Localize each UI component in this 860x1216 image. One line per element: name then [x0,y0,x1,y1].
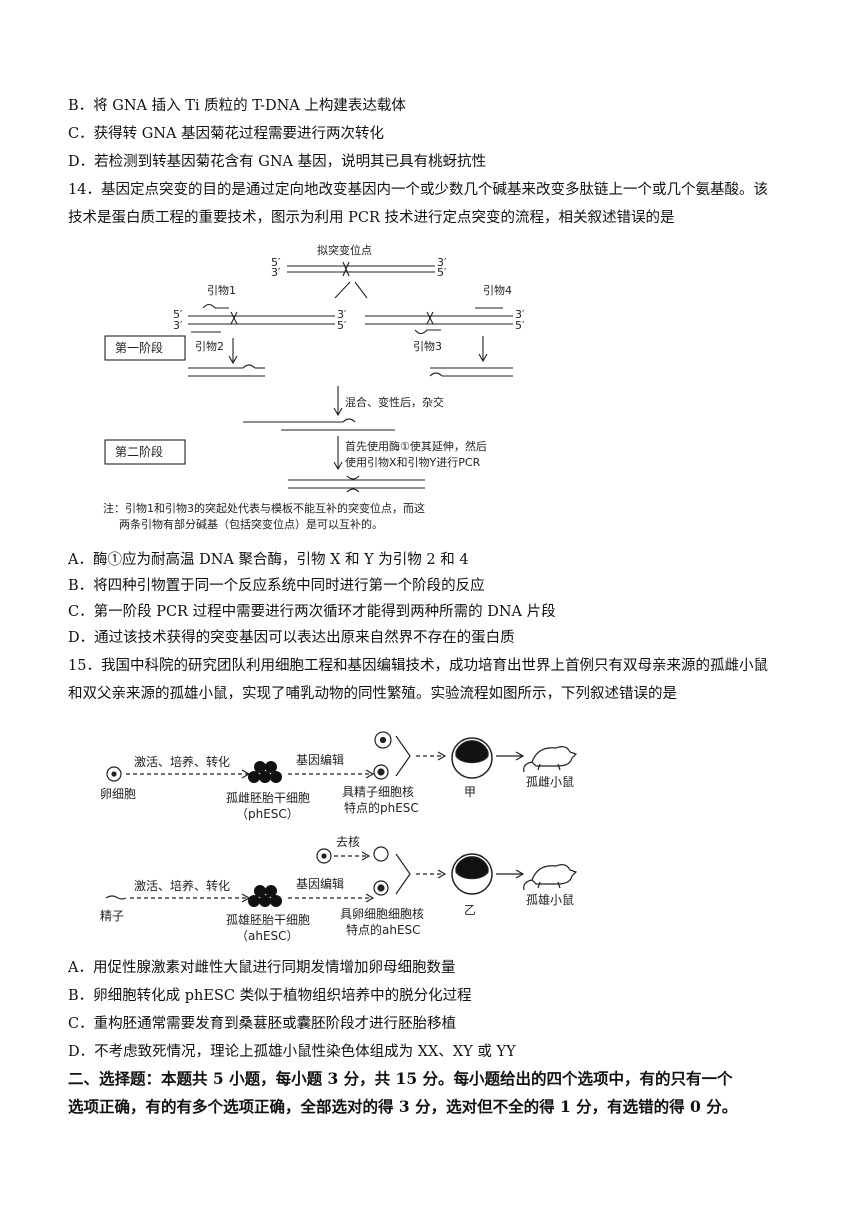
q14-option-d: D．通过该技术获得的突变基因可以表达出原来自然界不存在的蛋白质 [68,630,515,646]
homosexual-reproduction-figure: 激活、培养、转化 基因编辑 卵细胞 孤雌胚胎干细胞 （phESC） 具精子细胞核… [100,731,578,943]
mouse-icon [523,746,578,773]
fig15-phESC-abbr: （phESC） [236,807,299,821]
q15-option-c: C．重构胚通常需要发育到桑葚胚或囊胚阶段才进行胚胎移植 [68,1016,457,1032]
fig14-stage2-label: 第二阶段 [115,444,163,459]
fig15-sperm-nucleus-label2: 特点的phESC [344,800,419,815]
fig14-end-label: 3′ [515,308,525,321]
fig15-gene-edit-label: 基因编辑 [296,752,344,767]
fig14-primer3-label: 引物3 [413,339,442,353]
q14-option-b: B．将四种引物置于同一个反应系统中同时进行第一个阶段的反应 [68,578,485,594]
section2-heading-line1: 二、选择题：本题共 5 小题，每小题 3 分，共 15 分。每小题给出的四个选项… [68,1069,733,1088]
fig14-primer1-label: 引物1 [207,283,236,297]
fig14-end-label: 5′ [437,266,447,279]
fig15-egg-nucleus-label: 具卵细胞细胞核 [340,907,424,921]
mouse-icon [523,864,578,891]
fig14-end-label: 5′ [515,319,525,332]
fig14-end-label: 5′ [271,256,281,269]
fig15-enucleate-label: 去核 [336,835,360,849]
q15-option-b: B．卵细胞转化成 phESC 类似于植物组织培养中的脱分化过程 [68,988,472,1004]
fig15-ahESC-label: 孤雄胚胎干细胞 [226,912,310,927]
fig15-egg-label: 卵细胞 [100,787,136,801]
fig15-jia-label: 甲 [464,785,476,799]
fig14-end-label: 5′ [173,308,183,321]
q15-option-d: D．不考虑致死情况，理论上孤雄小鼠性染色体组成为 XX、XY 或 YY [68,1044,516,1060]
pcr-mutagenesis-figure: 拟突变位点 5′ 3′ 3′ 5′ 引物1 引物4 5′ 3′ 3′ 5′ 3′… [103,243,525,531]
fig14-end-label: 3′ [271,266,281,279]
fig15-sperm-label: 精子 [100,909,124,923]
fig14-mix-label: 混合、变性后，杂交 [345,395,444,409]
fig14-note-line1: 注：引物1和引物3的突起处代表与模板不能互补的突变位点，而这 [103,501,425,515]
fig15-phESC-label: 孤雌胚胎干细胞 [226,790,310,805]
fig15-yi-label: 乙 [464,903,476,917]
fig14-end-label: 3′ [337,308,347,321]
q14-stem-line2: 技术是蛋白质工程的重要技术，图示为利用 PCR 技术进行定点突变的流程，相关叙述… [68,210,675,226]
fig15-activate-label: 激活、培养、转化 [134,754,230,769]
fig14-stage1-label: 第一阶段 [115,340,163,355]
fig14-end-label: 5′ [337,319,347,332]
fig14-extend-line1: 首先使用酶①使其延伸，然后 [345,439,487,453]
q15-stem-line1: 15．我国中科院的研究团队利用细胞工程和基因编辑技术，成功培育出世界上首例只有双… [68,658,768,674]
section2-heading-line2: 选项正确，有的有多个选项正确，全部选对的得 3 分，选对但不全的得 1 分，有选… [68,1097,738,1116]
fig15-egg-nucleus-label2: 特点的ahESC [346,922,421,937]
fig15-male-mouse-label: 孤雄小鼠 [526,892,574,907]
q13-option-d: D．若检测到转基因菊花含有 GNA 基因，说明其已具有桃蚜抗性 [68,154,487,170]
q13-option-b: B．将 GNA 插入 Ti 质粒的 T-DNA 上构建表达载体 [68,98,406,114]
fig15-female-mouse-label: 孤雌小鼠 [526,774,574,789]
fig14-end-label: 3′ [173,319,183,332]
q14-stem-line1: 14．基因定点突变的目的是通过定向地改变基因内一个或少数几个碱基来改变多肽链上一… [68,182,768,198]
q14-option-c: C．第一阶段 PCR 过程中需要进行两次循环才能得到两种所需的 DNA 片段 [68,604,556,620]
q15-option-a: A．用促性腺激素对雌性大鼠进行同期发情增加卵母细胞数量 [68,960,456,976]
q13-option-c: C．获得转 GNA 基因菊花过程需要进行两次转化 [68,126,385,142]
q14-option-a: A．酶①应为耐高温 DNA 聚合酶，引物 X 和 Y 为引物 2 和 4 [68,552,469,568]
fig15-gene-edit-label: 基因编辑 [296,876,344,891]
fig14-end-label: 3′ [437,256,447,269]
fig15-ahESC-abbr: （ahESC） [236,929,299,943]
fig15-activate-label: 激活、培养、转化 [134,878,230,893]
fig15-sperm-nucleus-label: 具精子细胞核 [342,785,414,799]
q15-stem-line2: 和双父亲来源的孤雄小鼠，实现了哺乳动物的同性繁殖。实验流程如图所示，下列叙述错误… [68,686,677,702]
fig14-note-line2: 两条引物有部分碱基（包括突变位点）是可以互补的。 [119,517,383,531]
fig14-mutation-site-label: 拟突变位点 [317,243,372,257]
fig14-extend-line2: 使用引物X和引物Y进行PCR [345,455,481,469]
fig14-primer2-label: 引物2 [195,339,224,353]
fig14-primer4-label: 引物4 [483,283,512,297]
